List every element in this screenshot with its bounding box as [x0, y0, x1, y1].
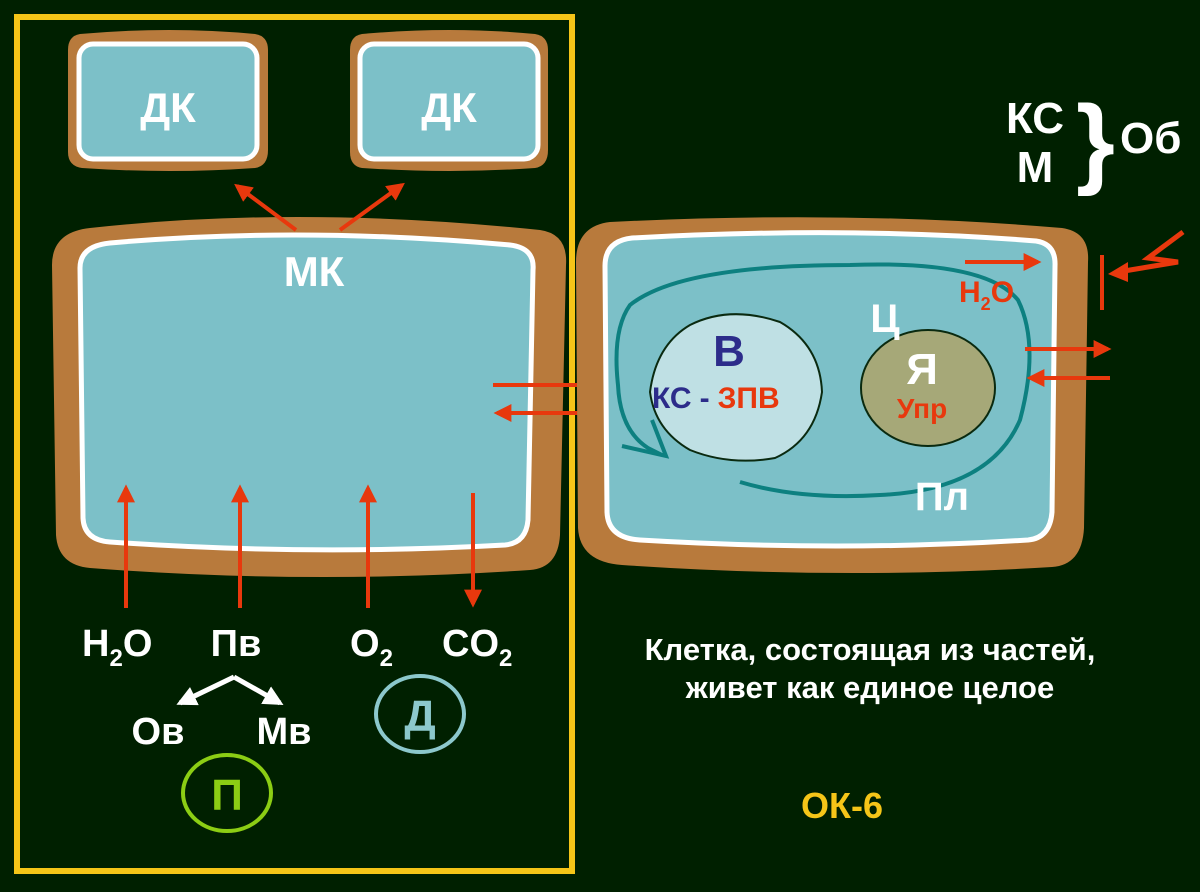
nucleus-letter: Я [906, 345, 938, 394]
nucleus-text: Упр [897, 393, 947, 424]
circle-p-label: П [211, 771, 243, 820]
cytoplasm-streaming-arrow [614, 262, 1032, 499]
division-arrow-left [234, 183, 298, 232]
legend-line-1: КС [1006, 94, 1064, 143]
vacuole-letter: В [713, 327, 745, 376]
mother-cell-label: МК [284, 248, 345, 295]
lightning-icon [1117, 229, 1185, 275]
circle-d [374, 674, 466, 754]
vacuole-text: КС-ЗПВ [652, 382, 780, 415]
branch-right-label: Мв [256, 711, 311, 753]
circle-p [181, 753, 273, 833]
vacuole [648, 313, 824, 462]
branch-arrow-left [176, 674, 236, 706]
plasmalemma-label: Пл [915, 475, 969, 519]
branch-left-label: Ов [132, 711, 185, 753]
caption-line-1: Клетка, состоящая из частей, [645, 632, 1096, 667]
legend-line-2: М [1017, 143, 1054, 192]
branch-arrow-right [232, 674, 284, 706]
daughter-cell-1: ДК [68, 30, 268, 171]
oxygen-label: O2 [350, 623, 393, 672]
caption-line-2: живет как единое целое [685, 670, 1054, 705]
co2-label: CO2 [442, 623, 512, 672]
nucleus [860, 329, 996, 447]
mother-cell: МК [52, 216, 567, 578]
slide-code: ОК-6 [801, 785, 883, 826]
cytoplasm-label: Ц [870, 297, 899, 341]
plant-cell: В КС-ЗПВ Я Упр Ц Пл H2O [576, 217, 1089, 574]
left-frame [14, 14, 575, 874]
daughter-cell-2: ДК [350, 30, 548, 171]
daughter-cell-2-label: ДК [421, 84, 477, 131]
right-water-label: H2O [959, 276, 1014, 314]
daughter-cell-1-label: ДК [140, 84, 196, 131]
streaming-arrowhead-icon [621, 419, 670, 459]
water-label: H2O [82, 623, 152, 672]
circle-d-label: Д [404, 692, 435, 741]
nutrient-label: Пв [211, 623, 262, 665]
brace-icon: } [1076, 85, 1115, 197]
legend-side: Об [1120, 114, 1181, 163]
division-arrow-right [338, 182, 405, 232]
